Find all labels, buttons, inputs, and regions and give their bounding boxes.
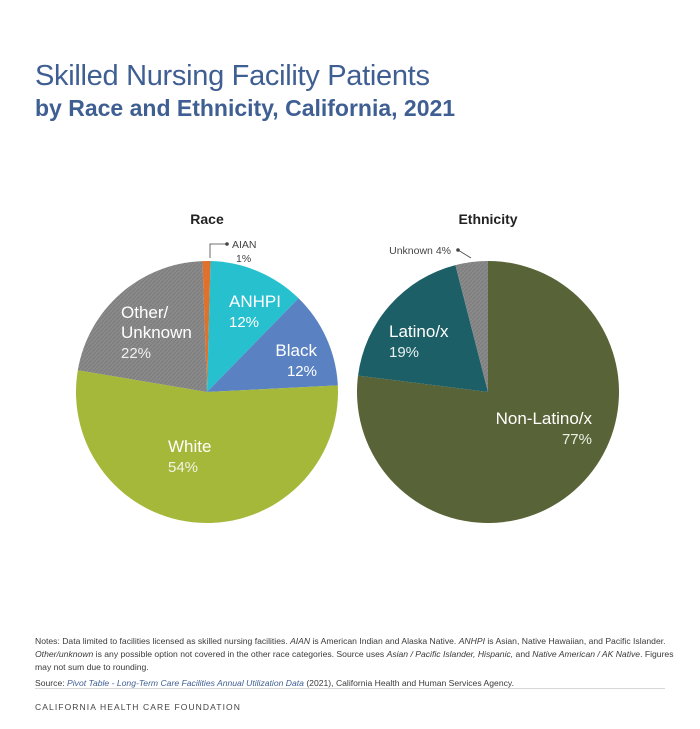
slice-value-black: 12%: [287, 363, 317, 380]
chart-subtitle: by Race and Ethnicity, California, 2021: [35, 95, 456, 121]
slice-value-white: 54%: [168, 459, 198, 476]
notes-part-1: Notes: Data limited to facilities licens…: [35, 636, 291, 646]
ethnicity-pie: [356, 261, 619, 523]
pie-slice-latino-x: [358, 265, 488, 392]
slice-label-aian: AIAN: [232, 239, 257, 251]
slice-label-black: Black: [275, 341, 317, 360]
pie-slice-unknown: [455, 261, 488, 392]
notes-part-4: is any possible option not covered in th…: [93, 649, 387, 659]
slice-label-unknown: Unknown 4%: [389, 245, 451, 257]
slice-label-latino: Latino/x: [389, 322, 449, 341]
slice-label-white: White: [168, 437, 211, 456]
pie-slice-aian: [202, 261, 211, 392]
notes-part-3: is Asian, Native Hawaiian, and Pacific I…: [484, 636, 666, 646]
slice-value-non-latino: 77%: [562, 431, 592, 448]
notes-part-6: . Figures may not sum due to rounding.: [35, 649, 674, 672]
notes-part-2: is American Indian and Alaska Native.: [310, 636, 459, 646]
source-prefix: Source:: [35, 678, 68, 688]
slice-value-anhpi: 12%: [229, 314, 259, 331]
source-text: Source: Pivot Table - Long-Term Care Fac…: [35, 677, 675, 690]
notes-anhpi: ANHPI: [458, 636, 485, 646]
slice-value-other: 22%: [121, 345, 151, 362]
aian-leader-dot: [225, 242, 229, 246]
source-suffix: (2021), California Health and Human Serv…: [303, 678, 514, 688]
race-pie: [75, 261, 338, 524]
slice-label-unknown-value: 4%: [436, 245, 451, 257]
slice-value-aian: 1%: [236, 253, 251, 265]
pie-slice-other-unknown: [77, 261, 207, 392]
unknown-leader-dot: [456, 248, 460, 252]
slice-label-unknown-name: Unknown: [389, 245, 433, 257]
slice-label-other-text: Other/: [121, 303, 169, 322]
source-link[interactable]: Pivot Table - Long-Term Care Facilities …: [67, 678, 304, 688]
unknown-leader-line: [457, 249, 472, 259]
aian-leader-line: [209, 243, 226, 258]
pie-slice-non-latino-x: [356, 261, 619, 523]
pie-charts: Race ANHPI 12% Black 12% White 54% Other…: [75, 211, 619, 524]
slice-label-other-line-2: Unknown: [121, 323, 192, 342]
slice-value-latino: 19%: [389, 344, 419, 361]
slice-label-non-latino: Non-Latino/x: [496, 409, 593, 428]
notes-category-1: Asian / Pacific Islander, Hispanic,: [386, 649, 514, 659]
race-chart-title: Race: [190, 211, 224, 227]
slice-label-anhpi: ANHPI: [229, 292, 281, 311]
pie-slice-black: [207, 298, 338, 392]
slice-label-other: Other/ Unknown: [121, 303, 192, 342]
footer-organization: CALIFORNIA HEALTH CARE FOUNDATION: [35, 702, 242, 712]
pie-slice-anhpi: [207, 261, 299, 392]
notes-part-5: and: [513, 649, 533, 659]
chart-title: Skilled Nursing Facility Patients: [35, 60, 430, 92]
notes-text: Notes: Data limited to facilities licens…: [35, 635, 675, 674]
pie-slice-white: [75, 370, 338, 524]
notes-other: Other/unknown: [35, 649, 94, 659]
notes-category-2: Native American / AK Native: [532, 649, 641, 659]
notes-aian: AIAN: [290, 636, 311, 646]
notes: Notes: Data limited to facilities licens…: [35, 635, 675, 690]
footer-divider: [35, 688, 665, 689]
ethnicity-chart-title: Ethnicity: [458, 211, 517, 227]
